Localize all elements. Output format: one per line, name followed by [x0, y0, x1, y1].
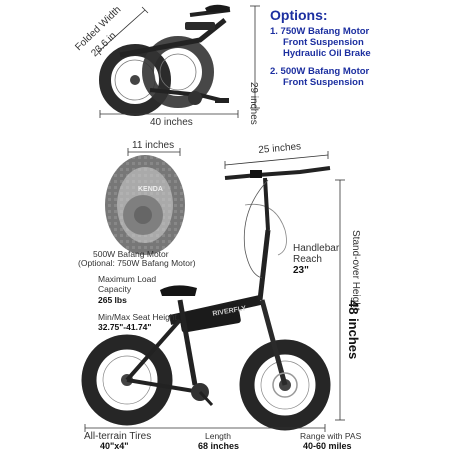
- length-dimension: [84, 424, 326, 432]
- motor-optional-label: (Optional: 750W Bafang Motor): [78, 258, 196, 268]
- tire-width-value: 11 inches: [132, 140, 175, 151]
- option-1-line-1: 1. 750W Bafang Motor: [270, 26, 370, 37]
- seat-height-label: Min/Max Seat Height: [98, 312, 177, 322]
- tire-callout-leader: [244, 203, 287, 256]
- standover-value: 48 inches: [346, 300, 361, 360]
- handlebar-width-dimension: [224, 151, 329, 169]
- tire-closeup-illustration: [90, 150, 200, 260]
- range-value: 40-60 miles: [303, 441, 352, 451]
- standover-height-dimension: [335, 179, 345, 421]
- folded-width-dimension: [95, 6, 149, 56]
- option-1-line-3: Hydraulic Oil Brake: [283, 48, 371, 59]
- handlebar-reach-value: 23": [293, 265, 309, 276]
- max-load-label-2: Capacity: [98, 284, 132, 294]
- handlebar-reach-label-2: Reach: [293, 254, 322, 265]
- folded-height-value: 29 inches: [248, 82, 259, 125]
- handlebar-reach-curve: [243, 179, 269, 279]
- handlebar-reach-label: Handlebar: [293, 243, 340, 254]
- max-load-label: Maximum Load: [98, 274, 157, 284]
- tires-label: All-terrain Tires: [84, 431, 152, 442]
- tire-width-dimension: [127, 148, 181, 156]
- length-label: Length: [205, 431, 231, 441]
- folded-length-value: 40 inches: [150, 117, 193, 128]
- folded-bike-illustration: [99, 4, 231, 116]
- standover-label: Stand-over Height: [350, 230, 361, 311]
- length-value: 68 inches: [198, 441, 240, 451]
- folded-height-dimension: [250, 5, 260, 109]
- range-label: Range with PAS: [300, 431, 362, 441]
- option-1-line-2: Front Suspension: [283, 37, 364, 48]
- motor-label: 500W Bafang Motor: [93, 249, 169, 259]
- options-title: Options:: [270, 7, 328, 23]
- seat-height-value: 32.75"-41.74": [98, 322, 152, 332]
- tires-value: 40"x4": [100, 441, 129, 451]
- full-bike-illustration: [81, 166, 331, 431]
- max-load-value: 265 lbs: [98, 295, 127, 305]
- folded-length-dimension: [99, 110, 239, 118]
- option-2-line-2: Front Suspension: [283, 77, 364, 88]
- option-2-line-1: 2. 500W Bafang Motor: [270, 66, 370, 77]
- tire-brand-mark: KENDA: [138, 186, 163, 193]
